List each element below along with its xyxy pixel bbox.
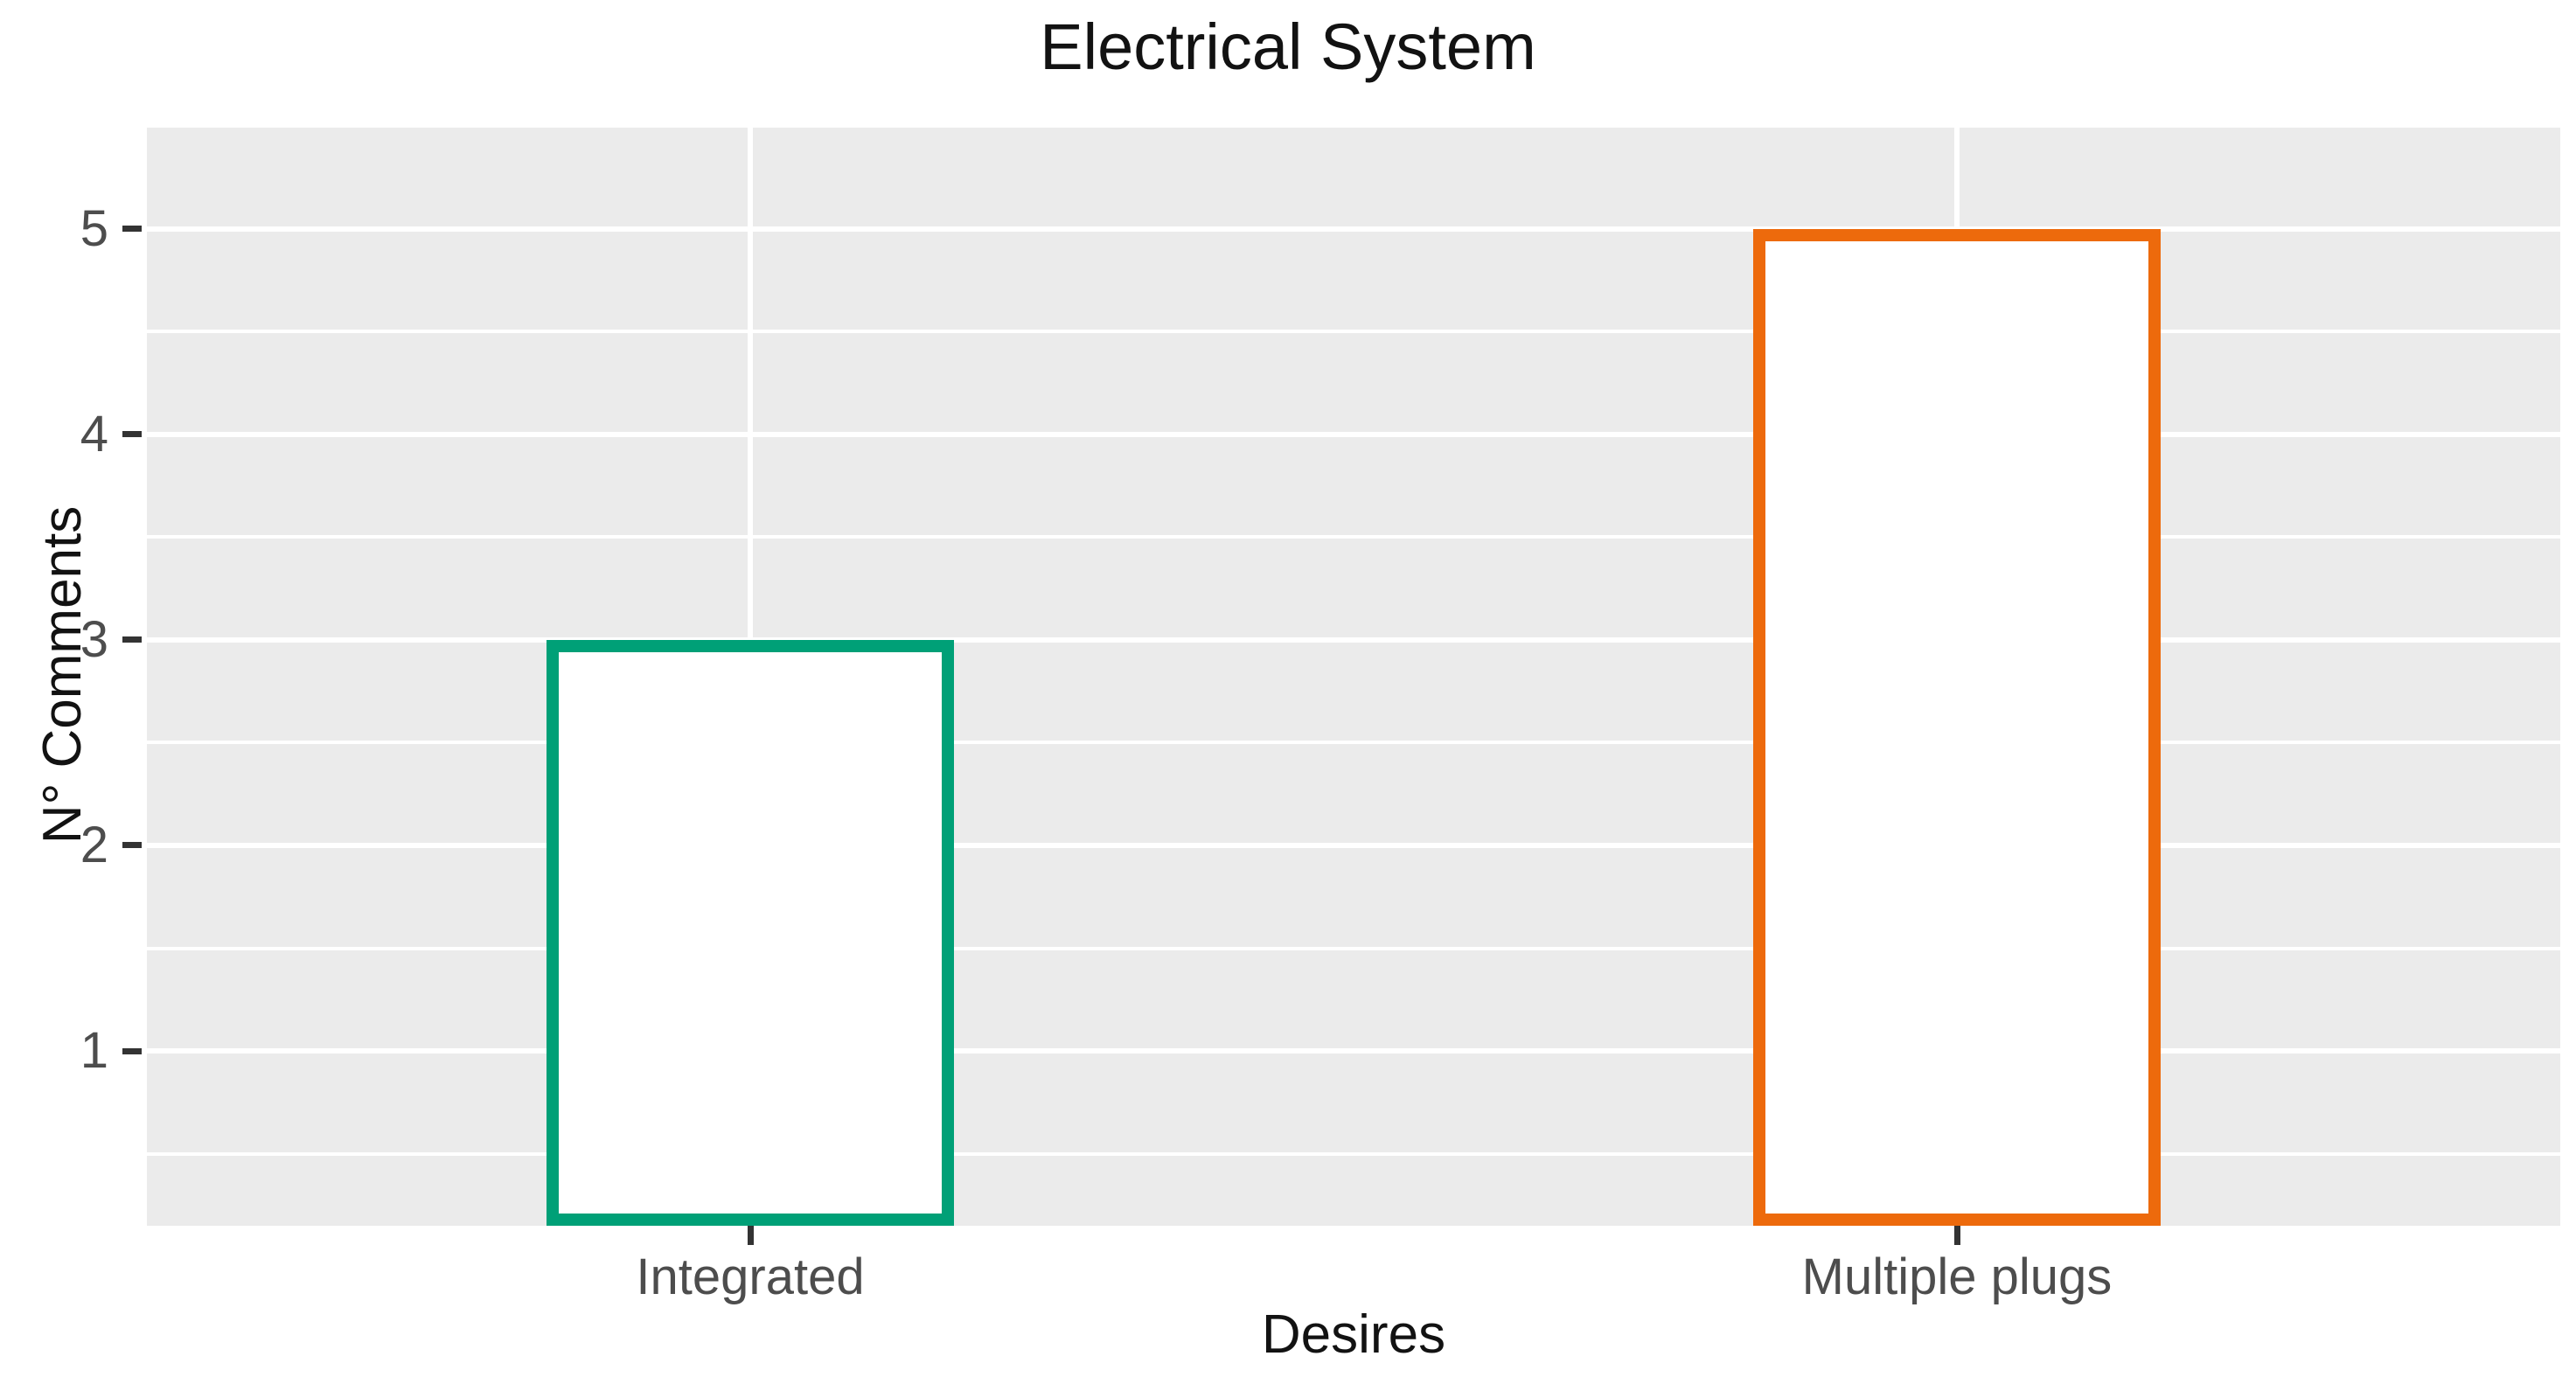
gridline-minor-horizontal: [147, 741, 2560, 745]
y-tick-label: 2: [80, 816, 108, 873]
bar-integrated[interactable]: [547, 639, 954, 1226]
gridline-major-horizontal: [147, 636, 2560, 643]
gridline-major-horizontal: [147, 431, 2560, 437]
bar-multiple-plugs[interactable]: [1753, 228, 2161, 1226]
y-tick-mark: [122, 1047, 142, 1054]
y-tick-mark: [122, 636, 142, 643]
gridline-minor-horizontal: [147, 330, 2560, 334]
x-tick-mark: [747, 1226, 754, 1245]
y-tick-mark: [122, 226, 142, 233]
x-axis-title: Desires: [1261, 1304, 1446, 1365]
y-tick-mark: [122, 431, 142, 438]
gridline-minor-horizontal: [147, 946, 2560, 950]
y-tick-label: 3: [80, 610, 108, 668]
y-tick-mark: [122, 842, 142, 849]
y-tick-label: 1: [80, 1022, 108, 1080]
gridline-major-horizontal: [147, 842, 2560, 848]
plot-panel: [147, 126, 2560, 1226]
x-tick-mark: [1953, 1226, 1960, 1245]
gridline-major-horizontal: [147, 226, 2560, 232]
x-tick-label: Integrated: [636, 1248, 865, 1305]
y-tick-label: 5: [80, 199, 108, 257]
gridline-minor-horizontal: [147, 535, 2560, 539]
x-tick-label: Multiple plugs: [1801, 1248, 2113, 1305]
y-tick-label: 4: [80, 405, 108, 462]
gridline-minor-horizontal: [147, 1151, 2560, 1156]
gridline-minor-horizontal: [147, 126, 2560, 128]
chart-title: Electrical System: [1040, 10, 1536, 83]
gridline-major-horizontal: [147, 1048, 2560, 1054]
